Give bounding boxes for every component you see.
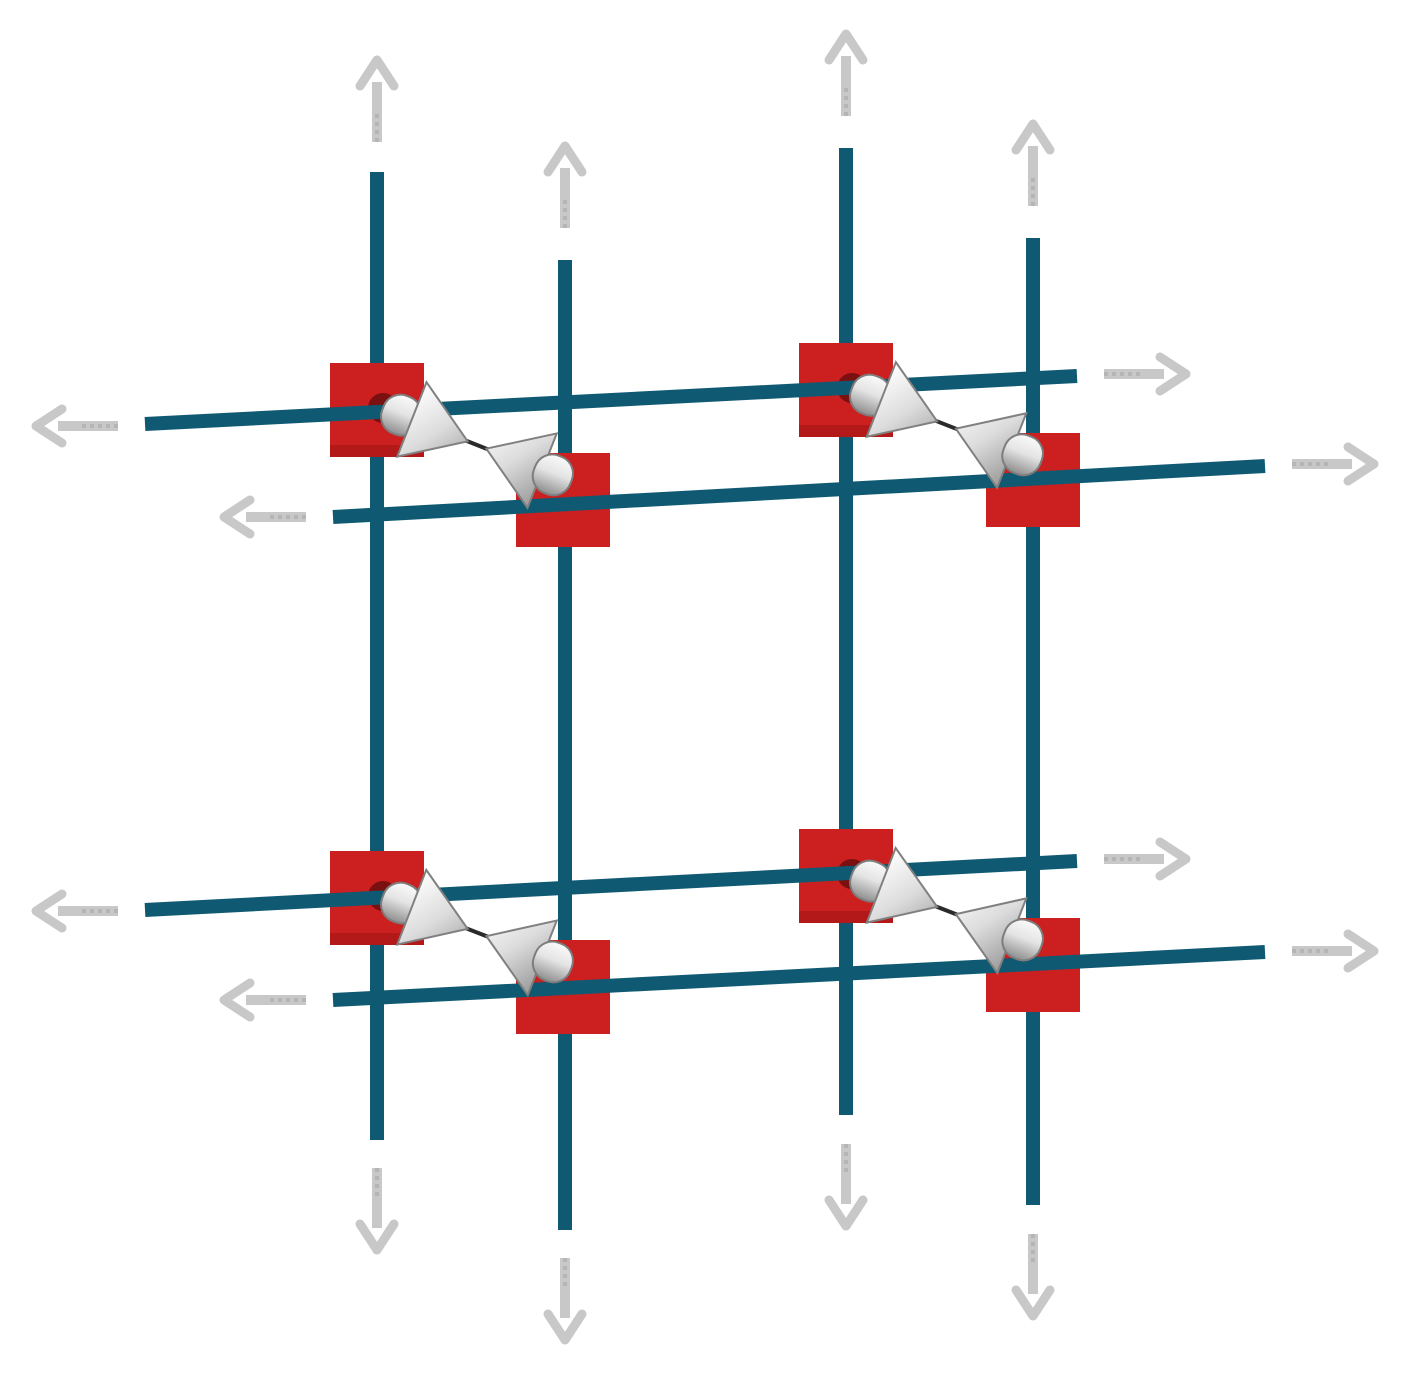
needle-pair-icon-4 <box>849 845 1044 976</box>
tension-head <box>1155 837 1191 881</box>
tension-arrow-icon-13 <box>1104 352 1191 396</box>
tension-arrow-icon-9 <box>31 404 118 448</box>
tension-arrow-icon-14 <box>1292 442 1379 486</box>
tension-arrows <box>31 29 1379 1345</box>
needle-cone-left <box>395 867 470 946</box>
tension-arrow-icon-6 <box>543 1258 587 1345</box>
tension-head <box>219 495 255 539</box>
tension-arrow-icon-15 <box>1104 837 1191 881</box>
needle-pair-body <box>380 380 574 510</box>
horizontal-fiber-4 <box>332 945 1266 1007</box>
tension-head <box>1011 119 1055 155</box>
tension-head <box>1011 1285 1055 1321</box>
needle-cylinder-right <box>531 453 574 497</box>
tension-head <box>1343 929 1379 973</box>
tension-arrow-icon-4 <box>1011 119 1055 206</box>
needle-pair-body <box>849 845 1044 976</box>
horizontal-fibers <box>144 369 1266 1007</box>
needle-pair-icon-2 <box>849 360 1044 490</box>
tension-arrow-icon-8 <box>1011 1234 1055 1321</box>
tension-arrow-icon-3 <box>824 29 868 116</box>
needle-cylinder-right <box>1001 918 1044 962</box>
needle-cone-left <box>865 360 939 439</box>
needle-pair-body <box>380 867 574 998</box>
needle-pair-icon-1 <box>380 380 574 510</box>
tension-head <box>543 141 587 177</box>
tension-arrow-icon-10 <box>219 495 306 539</box>
horizontal-fiber-3 <box>144 854 1078 917</box>
tension-arrow-icon-5 <box>355 1168 399 1255</box>
tension-head <box>31 404 67 448</box>
tension-head <box>219 978 255 1022</box>
tension-arrow-icon-1 <box>355 55 399 142</box>
needle-icons <box>380 360 1044 998</box>
horizontal-fiber-1 <box>144 369 1078 431</box>
tension-arrow-icon-12 <box>219 978 306 1022</box>
tension-head <box>1343 442 1379 486</box>
tension-arrow-icon-2 <box>543 141 587 228</box>
tension-arrow-icon-11 <box>31 889 118 933</box>
tension-head <box>1155 352 1191 396</box>
horizontal-fiber-2 <box>332 459 1266 524</box>
needle-pair-body <box>849 360 1044 490</box>
needle-cone-left <box>395 380 470 458</box>
vertical-fibers <box>370 148 1040 1230</box>
tension-head <box>31 889 67 933</box>
tension-head <box>824 29 868 65</box>
tension-head <box>355 55 399 91</box>
tension-arrow-icon-7 <box>824 1144 868 1231</box>
tension-head <box>543 1309 587 1345</box>
tension-head <box>824 1195 868 1231</box>
needle-cone-left <box>865 845 939 924</box>
tension-arrow-icon-16 <box>1292 929 1379 973</box>
tension-head <box>355 1219 399 1255</box>
needle-cylinder-right <box>1001 433 1044 477</box>
needle-cylinder-right <box>531 940 574 984</box>
needle-pair-icon-3 <box>380 867 574 998</box>
